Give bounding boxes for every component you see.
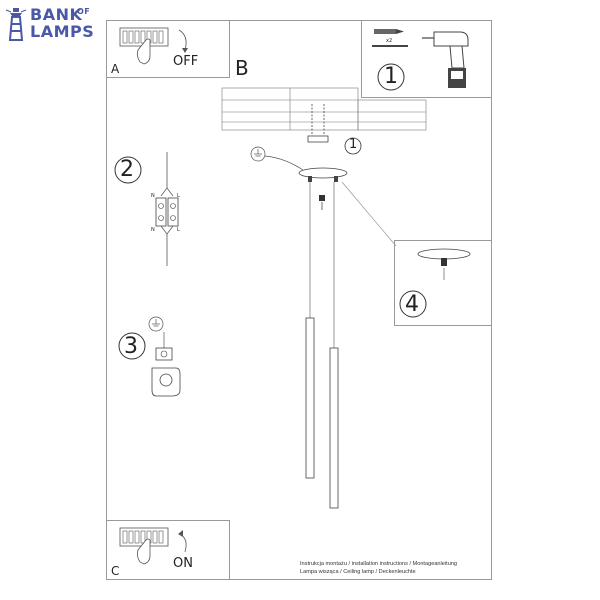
brand-of: OF	[77, 7, 91, 16]
grub-screw-icon	[319, 195, 325, 210]
panel-a-letter: A	[111, 62, 120, 76]
panel-c-state: ON	[173, 556, 193, 571]
lighthouse-icon	[5, 8, 27, 41]
ground-terminal-icon	[148, 316, 181, 397]
wall-plug-icon	[372, 29, 408, 47]
panel-step-1	[361, 20, 492, 98]
step-4-circle	[399, 290, 427, 318]
fuse-box-on-icon	[119, 527, 169, 565]
ground-icon	[250, 146, 304, 171]
panel-step-4	[394, 240, 492, 326]
parts-quantity: x2	[386, 38, 393, 44]
brand-line1: BANK	[30, 5, 83, 24]
step-2-number: 2	[120, 157, 134, 182]
wire-l-bottom: L	[177, 227, 180, 233]
step-1-number: 1	[384, 64, 398, 89]
wire-n-bottom: N	[151, 227, 155, 233]
terminal-block-icon	[155, 152, 179, 266]
pendant-lamps	[305, 182, 339, 509]
fuse-box-icon	[119, 27, 169, 65]
brand-line2: LAMPS	[30, 22, 95, 41]
panel-a-state: OFF	[173, 54, 199, 69]
circle-icon	[377, 63, 405, 91]
arrow-down-icon	[178, 29, 188, 53]
callout-circle	[344, 137, 362, 155]
panel-c-letter: C	[111, 564, 120, 578]
wire-l-top: L	[177, 193, 180, 199]
wire-n-top: N	[151, 193, 155, 199]
step-3-circle	[118, 332, 146, 360]
step-3-number: 3	[124, 334, 138, 359]
step-4-number: 4	[405, 292, 419, 317]
panel-b-letter: B	[235, 56, 249, 80]
canopy	[298, 167, 348, 182]
footer-line-2: Lampa wisząca / Ceiling lamp / Deckenleu…	[300, 569, 416, 575]
canopy-detail	[417, 248, 471, 280]
leader-line	[341, 181, 397, 247]
step-2-circle	[114, 156, 142, 184]
arrow-up-icon	[178, 530, 187, 553]
callout-1-number: 1	[349, 137, 358, 152]
drill-icon	[422, 31, 469, 88]
footer-line-1: Instrukcja montażu / installation instru…	[300, 561, 458, 567]
panel-a: A OFF	[106, 20, 230, 78]
panel-c: C ON	[106, 520, 230, 580]
mounting-screws	[307, 104, 329, 143]
